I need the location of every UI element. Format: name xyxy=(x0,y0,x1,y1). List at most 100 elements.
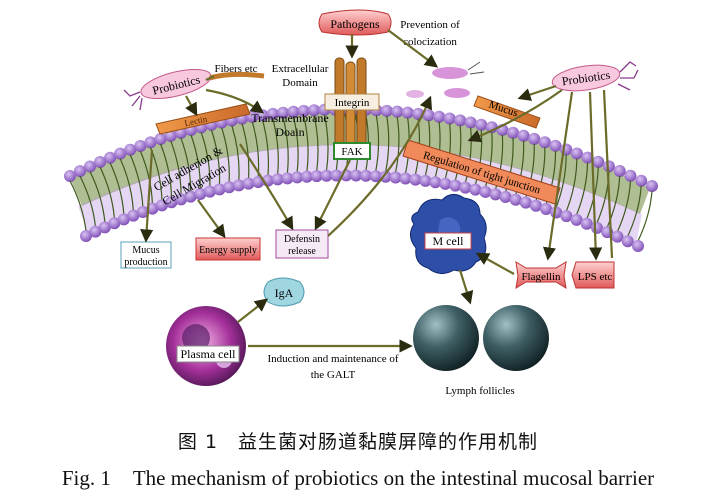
transmembrane-label-2: Doain xyxy=(275,125,304,139)
arrow-probiotics-to-lectin xyxy=(185,95,198,117)
lipid-head xyxy=(369,170,382,183)
lipid-tail xyxy=(109,162,125,215)
lipid-head xyxy=(613,164,626,177)
fak-box xyxy=(333,142,371,160)
fak-label: FAK xyxy=(341,146,362,158)
lipid-head xyxy=(621,235,634,248)
lipid-tail xyxy=(129,154,144,208)
lipid-head xyxy=(399,172,412,185)
arrow-pathogens-to-bacteria xyxy=(387,29,439,68)
lipid-tail xyxy=(261,120,270,176)
lipid-tail xyxy=(606,175,621,228)
lipid-head xyxy=(380,104,393,117)
lipid-head xyxy=(549,139,562,152)
lipid-head xyxy=(108,217,121,230)
lipid-head xyxy=(475,118,488,131)
lipid-head xyxy=(287,105,300,118)
m-cell: M cell xyxy=(410,194,487,274)
lipid-head xyxy=(308,104,321,117)
energy-supply-label: Energy supply xyxy=(199,245,257,256)
lipid-head xyxy=(94,156,107,169)
probiotics-right-label: Probiotics xyxy=(561,68,611,89)
arrow-probiotics-right-to-tight xyxy=(467,89,563,143)
lipid-head xyxy=(134,139,147,152)
lipid-head xyxy=(350,169,362,182)
plasma-cell-label: Plasma cell xyxy=(181,347,237,361)
lipid-head xyxy=(114,147,127,160)
extracellular-label-1: Extracellular xyxy=(272,63,329,75)
lipid-head xyxy=(223,181,236,194)
mucus-production-label-1: Mucus xyxy=(132,245,159,256)
lipid-tail xyxy=(616,180,632,232)
lipid-head xyxy=(164,129,177,142)
lipid-head xyxy=(519,196,532,209)
lipid-head xyxy=(459,181,472,194)
lipid-tail xyxy=(241,123,250,179)
lipid-tail xyxy=(555,154,567,208)
lipid-tail xyxy=(565,158,578,212)
lipid-head xyxy=(213,183,226,196)
lipid-tail xyxy=(210,129,221,185)
lipid-tail xyxy=(89,171,106,223)
membrane-heads-inner xyxy=(80,169,644,252)
lipid-tail xyxy=(627,185,642,237)
lipid-head xyxy=(281,172,294,185)
lipid-head xyxy=(271,173,284,186)
lipid-head xyxy=(469,183,482,196)
lipid-head xyxy=(433,110,446,123)
lipid-head xyxy=(74,165,87,178)
arrow-mcell-to-follicles xyxy=(458,269,474,305)
pathogens-label: Pathogens xyxy=(330,17,380,31)
lipid-head xyxy=(203,185,216,198)
lipid-head xyxy=(506,126,519,139)
lipid-head xyxy=(590,221,603,234)
lymph-follicle-2 xyxy=(483,305,549,371)
m-cell-label: M cell xyxy=(433,234,465,248)
lipid-head xyxy=(300,170,313,183)
lipid-tail xyxy=(139,150,153,204)
arrow-mcell-to-flagellin xyxy=(475,252,515,275)
lipid-head xyxy=(581,151,594,164)
lipid-tail xyxy=(576,162,589,216)
lipid-head xyxy=(277,106,290,119)
lipid-head xyxy=(611,230,624,243)
lipid-head xyxy=(175,193,188,206)
lipid-tail xyxy=(119,158,134,211)
caption-chinese: 图 1 益生菌对肠道黏膜屏障的作用机制 xyxy=(177,431,539,453)
fibers-shape xyxy=(209,71,265,81)
flagellin-label: Flagellin xyxy=(521,271,561,283)
arrow-probiotics-to-transmembrane xyxy=(205,88,265,114)
lipid-head xyxy=(570,213,583,226)
lipid-head xyxy=(117,213,130,226)
lipid-head xyxy=(359,169,372,182)
flagellin-node: Flagellin xyxy=(515,261,567,289)
prevention-label-2: colocization xyxy=(403,36,457,48)
lipid-head xyxy=(454,114,467,127)
transmembrane-label-1: Transmembrane xyxy=(251,111,329,125)
lymph-follicles-label: Lymph follicles xyxy=(445,385,514,397)
lipid-tail xyxy=(454,125,462,181)
lipid-head xyxy=(517,129,530,142)
lipid-head xyxy=(320,169,333,182)
lipid-head xyxy=(499,190,512,203)
arrows xyxy=(140,29,614,353)
lipid-head xyxy=(635,174,648,187)
lipid-head xyxy=(602,160,615,173)
iga-label: IgA xyxy=(275,286,294,300)
lipid-head xyxy=(540,203,553,216)
arrow-probiotics-right-to-mucus xyxy=(517,84,557,101)
lipid-tail xyxy=(180,137,192,192)
integrin-complex: Integrin FAK xyxy=(324,57,380,160)
arrow-probiotics-right-to-flagellin xyxy=(542,91,574,261)
caption-figure-number: Fig. 1 xyxy=(61,466,111,490)
defensin-label-2: release xyxy=(288,246,316,257)
lipid-head xyxy=(144,136,157,149)
lipid-head xyxy=(155,199,168,212)
lipid-tail xyxy=(79,175,97,227)
arrow-defensin-to-bacteria xyxy=(327,95,433,237)
lipid-head xyxy=(580,217,593,230)
arrow-fak-to-defensin xyxy=(314,159,351,231)
extracellular-label-2: Domain xyxy=(282,77,318,89)
galt-label-2: the GALT xyxy=(311,369,356,381)
